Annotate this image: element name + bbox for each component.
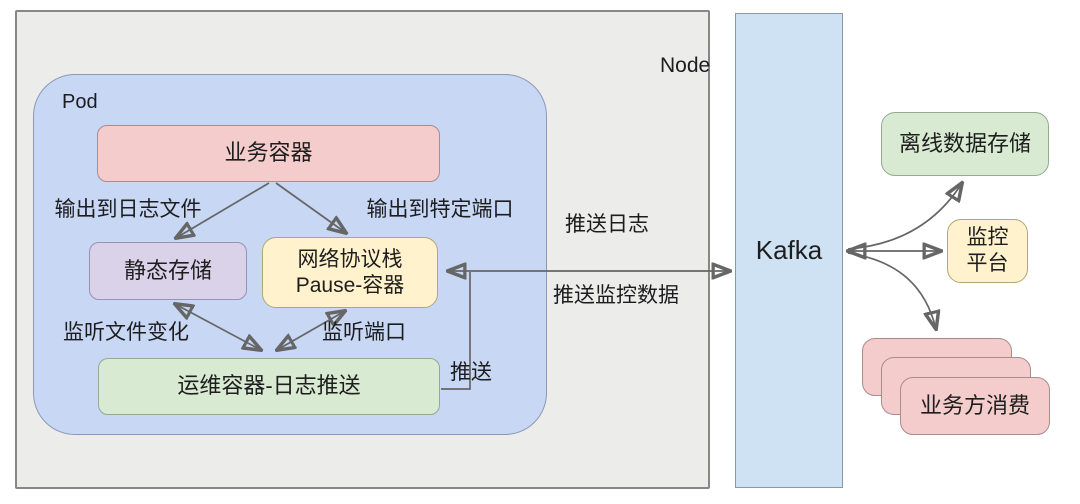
network-stack-label-line1: 网络协议栈 (297, 247, 403, 271)
business-container-box: 业务容器 (97, 125, 440, 182)
offline-storage-label: 离线数据存储 (898, 130, 1031, 156)
business-container-label: 业务容器 (224, 140, 313, 166)
monitor-platform-label-line1: 监控 (966, 226, 1009, 250)
kafka-label: Kafka (755, 235, 823, 265)
static-storage-label: 静态存储 (123, 257, 212, 283)
monitor-platform-label-line2: 平台 (966, 252, 1009, 275)
edge-label-output-to-log-file: 输出到日志文件 (54, 198, 202, 221)
monitor-platform-box: 监控 平台 (947, 219, 1028, 283)
arrow-kafka-to-offline-storage (847, 183, 962, 250)
ops-container-label: 运维容器-日志推送 (177, 373, 361, 399)
node-label: Node (660, 54, 711, 77)
network-stack-pause-box: 网络协议栈 Pause-容器 (262, 237, 438, 308)
pod-label: Pod (62, 91, 98, 113)
ops-container-box: 运维容器-日志推送 (98, 358, 440, 415)
edge-label-push: 推送 (450, 361, 492, 384)
edge-label-watch-file-changes: 监听文件变化 (63, 321, 189, 344)
consumer-label: 业务方消费 (919, 392, 1030, 418)
kafka-box: Kafka (735, 13, 843, 488)
edge-label-listen-port: 监听端口 (322, 321, 406, 344)
offline-storage-box: 离线数据存储 (881, 112, 1049, 176)
edge-label-push-monitor-data: 推送监控数据 (553, 284, 679, 307)
consumer-box-front: 业务方消费 (900, 377, 1050, 435)
arrow-kafka-to-consumer (847, 252, 936, 329)
edge-label-output-to-specific-port: 输出到特定端口 (366, 198, 514, 221)
edge-label-push-log: 推送日志 (565, 213, 649, 236)
static-storage-box: 静态存储 (89, 242, 247, 300)
network-stack-label-line2: Pause-容器 (295, 273, 405, 297)
